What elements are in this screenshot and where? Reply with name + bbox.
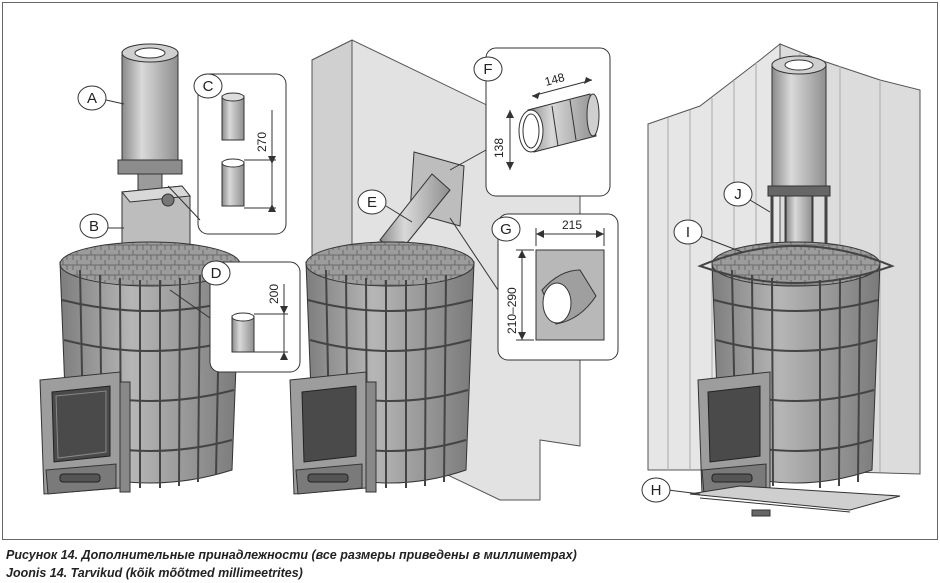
dim-c-height: 270 [255, 132, 269, 152]
callout-c: 270 [167, 73, 287, 235]
callout-f: 148 138 [449, 47, 611, 197]
svg-text:F: F [483, 61, 492, 78]
svg-text:G: G [500, 221, 512, 238]
figure-caption: Рисунок 14. Дополнительные принадлежност… [6, 548, 577, 562]
stove-middle [289, 39, 581, 501]
dim-g-height: 210–290 [505, 287, 519, 334]
label-b: B [79, 213, 124, 239]
stove-right [647, 42, 921, 517]
dim-f-diameter: 138 [492, 138, 506, 158]
dim-d-height: 200 [267, 284, 281, 304]
svg-text:J: J [734, 186, 742, 203]
label-d: D [201, 260, 231, 286]
callout-d: 200 [169, 261, 301, 373]
dim-f-length: 148 [543, 70, 566, 89]
label-h: H [641, 477, 701, 503]
figure-caption-secondary: Joonis 14. Tarvikud (kõik mõõtmed millim… [6, 566, 303, 580]
svg-text:H: H [651, 482, 662, 499]
label-i: I [673, 219, 743, 253]
label-f: F [473, 56, 503, 82]
label-c: C [193, 73, 223, 99]
label-g: G [491, 216, 521, 242]
callout-g: 215 210–290 [449, 213, 619, 361]
svg-text:A: A [87, 90, 97, 107]
svg-text:I: I [686, 224, 690, 241]
label-j: J [723, 181, 771, 213]
svg-text:B: B [89, 218, 99, 235]
label-e: E [357, 189, 413, 223]
label-a: A [77, 85, 125, 111]
dim-g-width: 215 [562, 218, 582, 232]
accessories-diagram: 270 200 A B C D [39, 39, 921, 517]
svg-text:E: E [367, 194, 377, 211]
svg-text:D: D [211, 265, 222, 282]
svg-text:C: C [203, 78, 214, 95]
